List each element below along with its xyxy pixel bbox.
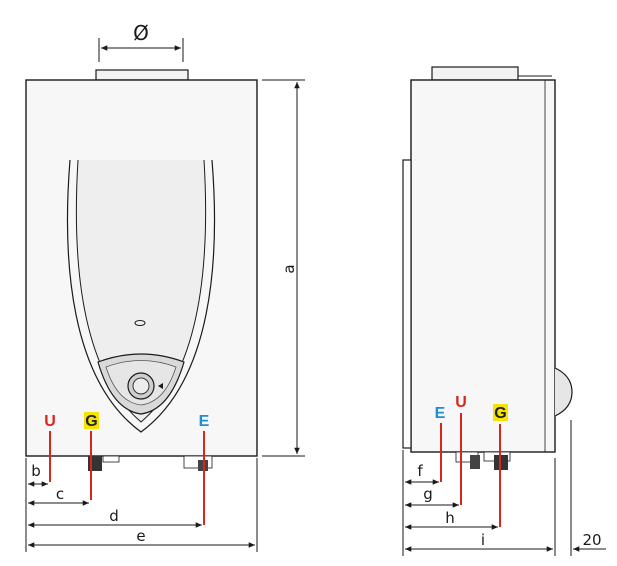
width-dimensions: b c d e	[25, 458, 258, 552]
dim-e-label: e	[136, 527, 145, 545]
bottom-fitting	[102, 455, 120, 463]
cold-water-label: E	[199, 413, 210, 430]
dim-d-label: d	[109, 507, 119, 525]
side-hot-water-label: U	[455, 394, 467, 411]
height-label: a	[280, 264, 298, 273]
flue-diameter-dimension: Ø	[98, 21, 184, 62]
knob-pointer-icon	[158, 383, 163, 389]
clearance-label: 20	[582, 531, 601, 549]
side-view: E U G f g h i 20	[402, 66, 606, 556]
side-cold-water-label: E	[435, 405, 446, 422]
side-casing	[410, 79, 556, 453]
diameter-label: Ø	[133, 21, 149, 45]
gas-badge	[84, 412, 99, 429]
side-gas-badge	[493, 404, 508, 421]
front-panel-outline	[66, 159, 216, 433]
control-knob-center	[132, 377, 150, 395]
dim-b-label: b	[31, 462, 41, 480]
depth-dimensions: f g h i 20	[402, 420, 606, 556]
dim-f-label: f	[417, 462, 423, 480]
dim-i-label: i	[481, 531, 485, 549]
side-knob	[554, 367, 573, 417]
flue-collar	[95, 69, 189, 81]
height-dimension: a	[262, 79, 305, 457]
side-gas-label: G	[494, 405, 506, 422]
front-view: Ø U G E a	[25, 21, 305, 552]
status-indicator-icon	[134, 320, 146, 326]
dim-c-label: c	[56, 485, 64, 503]
side-flue-collar	[431, 66, 519, 81]
front-panel-inner	[75, 159, 207, 423]
wall-bracket	[402, 159, 412, 449]
side-fitting-2	[470, 455, 480, 469]
hot-water-label: U	[44, 413, 56, 430]
dim-h-label: h	[445, 509, 455, 527]
gas-label: G	[85, 413, 97, 430]
dim-g-label: g	[423, 485, 433, 503]
